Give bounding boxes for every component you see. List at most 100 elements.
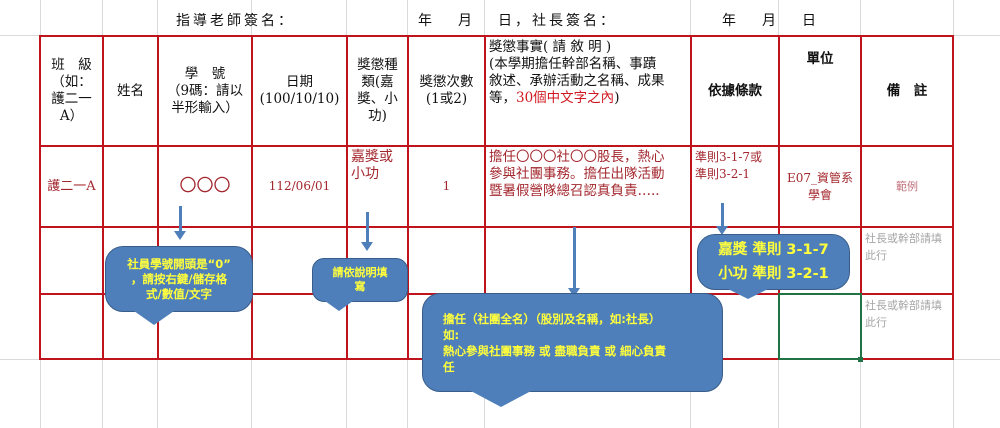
example-basis-cell[interactable]: 準則3-1-7或 準則3-2-1 [692,147,780,228]
placeholder-text: 此行 [865,249,887,262]
callout-text: 寫 [354,280,366,293]
cell-text: 準則3-1-7或 [695,150,763,164]
header-remarks[interactable]: 備 註 [862,35,954,147]
header-text: 單位 [806,51,834,67]
facts-example-callout: 擔任（社團全名）（股別及名稱，如:社長） 如: 熱心參與社團事務 或 盡職負責 … [422,293,723,407]
callout-pointer [134,311,174,325]
advisor-signature-label: 指導老師簽名： [176,13,295,29]
month-label: 月 [762,13,779,29]
example-reward-count-cell[interactable]: 1 [409,147,486,228]
cell-text: E07_資管系 [786,170,854,185]
header-text: 敘述、承辦活動之名稱、成果 [489,73,665,89]
callout-pointer [471,391,531,407]
cell-text: 〇〇〇 [179,176,231,196]
header-student-id[interactable]: 學 號 （9碼：請以 半形輸入） [159,37,253,147]
basis-note-callout: 嘉獎 準則 3-1-7 小功 準則 3-2-1 [697,234,850,299]
cell-text: 參與社團事務。擔任出隊活動 [489,166,665,182]
cell-text: 學會 [807,187,832,202]
header-reward-type[interactable]: 獎懲種 類(嘉 獎、小 功) [348,37,409,147]
callout-text: 嘉獎 準則 3-1-7 [718,242,829,258]
callout-text: 式/數值/文字 [146,286,212,301]
fill-instruction-callout: 請依說明填 寫 [312,258,408,311]
header-text: （如： [51,74,92,90]
header-text: 護二一 [51,91,92,107]
callout-text: 如: [443,327,460,342]
year-label: 年 [418,13,435,29]
header-text: 日期 [286,74,313,90]
cell-text: 暨暑假營隊總召認真負責….. [489,183,660,199]
cell-text: 準則3-2-1 [695,167,751,181]
header-text: 半形輸入） [171,99,239,116]
placeholder-text: 社長或幹部請填 [865,232,942,245]
header-text: 類(嘉 [361,74,394,90]
blank-remarks-cell[interactable]: 社長或幹部請填 此行 [862,228,954,295]
header-class[interactable]: 班 級 （如： 護二一 A） [41,37,104,147]
arrow-down-icon [174,206,186,240]
example-name-cell[interactable] [104,147,159,228]
cell-text: 嘉獎或 [351,149,393,165]
header-facts[interactable]: 獎懲事實( 請 敘 明 ) (本學期擔任幹部名稱、事蹟 敘述、承辦活動之名稱、成… [486,37,692,147]
header-text: 獎懲次數 [419,74,474,90]
header-text: 功) [368,108,387,124]
callout-text: 擔任（社團全名）（股別及名稱，如:社長） [443,311,661,326]
callout-text: ，請按右鍵/儲存格 [130,271,228,286]
cell-text: 1 [442,179,451,193]
cell-text: 112/06/01 [268,179,331,193]
example-unit-cell[interactable]: E07_資管系 學會 [780,147,862,228]
header-text: (1或2) [425,91,468,107]
example-class-cell[interactable]: 護二一A [41,147,104,228]
example-facts-cell[interactable]: 擔任〇〇〇社〇〇股長，熱心 參與社團事務。擔任出隊活動 暨暑假營隊總召認真負責…… [486,147,692,228]
callout-text: 熱心參與社團事務 或 盡職負責 或 細心負責 [443,343,667,358]
header-text: 依據條款 [708,82,762,99]
header-text: 獎懲種 [357,57,398,73]
cell-text: 擔任〇〇〇社〇〇股長，熱心 [489,149,665,165]
header-text: 獎懲事實( 請 敘 明 ) [489,39,612,55]
fill-handle[interactable] [858,357,863,362]
header-text: 獎、小 [357,91,398,107]
header-reward-count[interactable]: 獎懲次數 (1或2) [409,37,486,147]
blank-class-cell[interactable] [41,228,104,295]
president-signature-label: 日，社長簽名： [498,13,617,29]
placeholder-text: 此行 [865,316,887,329]
header-text: ) [614,90,620,106]
header-text: 班 級 [51,57,92,73]
callout-pointer [325,301,353,311]
header-text: （9碼：請以 [166,82,244,99]
blank-facts-cell[interactable] [486,228,692,295]
header-text: (本學期擔任幹部名稱、事蹟 [489,56,657,72]
table [39,35,862,360]
header-name[interactable]: 姓名 [104,37,159,147]
day-label: 日 [802,13,819,29]
callout-text: 小功 準則 3-2-1 [718,266,829,282]
year-label: 年 [722,13,739,29]
student-id-format-callout: 社員學號開頭是“0” ，請按右鍵/儲存格 式/數值/文字 [105,246,253,325]
arrow-down-icon [568,227,580,297]
selected-cell[interactable] [778,293,862,360]
header-unit[interactable]: 單位 [780,37,862,147]
header-text: 等， [489,90,516,106]
blank-reward-type-cell[interactable] [348,295,409,360]
arrow-down-icon [716,203,728,235]
header-basis[interactable]: 依據條款 [692,37,780,147]
header-text: A） [59,108,84,124]
cell-text: 護二一A [47,179,96,194]
header-text: 等，30個中文字之內) [489,90,619,107]
callout-text: 請依說明填 [332,266,388,279]
blank-remarks-cell[interactable]: 社長或幹部請填 此行 [862,295,954,360]
example-remarks-cell[interactable]: 範例 [862,147,954,228]
character-limit-note: 30個中文字之內 [516,90,615,106]
callout-pointer [728,289,768,299]
blank-reward-count-cell[interactable] [409,228,486,295]
callout-text: 任 [443,359,455,374]
header-text: (100/10/10) [259,91,340,107]
placeholder-text: 社長或幹部請填 [865,299,942,312]
cell-text: 小功 [351,166,379,182]
example-date-cell[interactable]: 112/06/01 [253,147,348,228]
blank-class-cell[interactable] [41,295,104,360]
example-student-id-cell[interactable]: 〇〇〇 [159,147,253,228]
header-date[interactable]: 日期 (100/10/10) [253,37,348,147]
arrow-down-icon [361,212,373,251]
header-text: 姓名 [117,82,144,99]
example-reward-type-cell[interactable]: 嘉獎或 小功 [348,147,409,228]
month-label: 月 [458,13,475,29]
